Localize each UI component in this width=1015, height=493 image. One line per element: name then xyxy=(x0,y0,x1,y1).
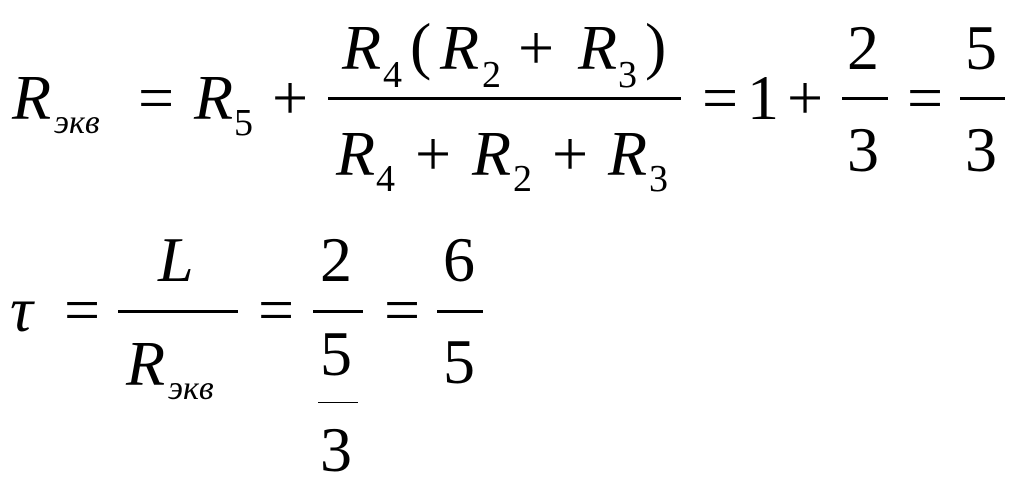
r-ekv-symbol: R xyxy=(12,62,52,133)
equals-sign-6: = xyxy=(384,274,421,345)
frac-6-5-numerator: 6 xyxy=(443,224,475,295)
r5-symbol: R xyxy=(194,62,234,133)
frac-sub-denominator: 3 xyxy=(320,414,352,485)
plus-sign-2: + xyxy=(787,62,824,133)
num-r4-symbol: R xyxy=(342,12,382,83)
frac-2-5-denominator: 5 xyxy=(320,318,352,389)
num-r3-subscript: 3 xyxy=(618,54,637,96)
equals-sign: = xyxy=(138,62,175,133)
equals-sign-2: = xyxy=(702,62,739,133)
fraction-bar-l-rekv xyxy=(118,310,238,313)
den-plus-sign-2: + xyxy=(552,118,589,189)
equals-sign-3: = xyxy=(907,62,944,133)
number-one: 1 xyxy=(747,62,779,133)
frac-2-3-denominator: 3 xyxy=(847,114,879,185)
frac-2-5-numerator: 2 xyxy=(320,224,352,295)
num-open-paren: ( xyxy=(410,10,432,81)
frac-l-den-symbol: R xyxy=(126,328,166,399)
den-r3-subscript: 3 xyxy=(649,158,668,200)
r-ekv-subscript: экв xyxy=(54,104,100,141)
frac-l-numerator: L xyxy=(158,224,194,295)
den-r2-symbol: R xyxy=(472,118,512,189)
fraction-bar-6-5 xyxy=(437,310,483,313)
num-plus-sign: + xyxy=(518,12,555,83)
fraction-bar-2-5 xyxy=(313,310,363,313)
num-r2-symbol: R xyxy=(440,12,480,83)
tau-symbol: τ xyxy=(10,274,33,345)
frac-6-5-denominator: 5 xyxy=(443,326,475,397)
den-r3-symbol: R xyxy=(608,118,648,189)
frac-5-3-denominator: 3 xyxy=(965,114,997,185)
equals-sign-4: = xyxy=(64,274,101,345)
frac-2-3-numerator: 2 xyxy=(847,12,879,83)
num-r2-subscript: 2 xyxy=(482,54,501,96)
fraction-bar-main xyxy=(328,97,681,100)
plus-sign: + xyxy=(272,62,309,133)
r5-subscript: 5 xyxy=(234,102,253,144)
frac-5-3-numerator: 5 xyxy=(965,12,997,83)
fraction-bar-2-3 xyxy=(842,97,888,100)
fraction-bar-sub xyxy=(318,402,358,403)
den-r4-subscript: 4 xyxy=(376,158,395,200)
num-close-paren: ) xyxy=(645,10,667,81)
equals-sign-5: = xyxy=(258,274,295,345)
num-r3-symbol: R xyxy=(578,12,618,83)
den-r4-symbol: R xyxy=(336,118,376,189)
frac-l-den-subscript: экв xyxy=(168,370,214,407)
fraction-bar-5-3 xyxy=(960,97,1005,100)
den-r2-subscript: 2 xyxy=(513,158,532,200)
num-r4-subscript: 4 xyxy=(383,54,402,96)
den-plus-sign-1: + xyxy=(415,118,452,189)
